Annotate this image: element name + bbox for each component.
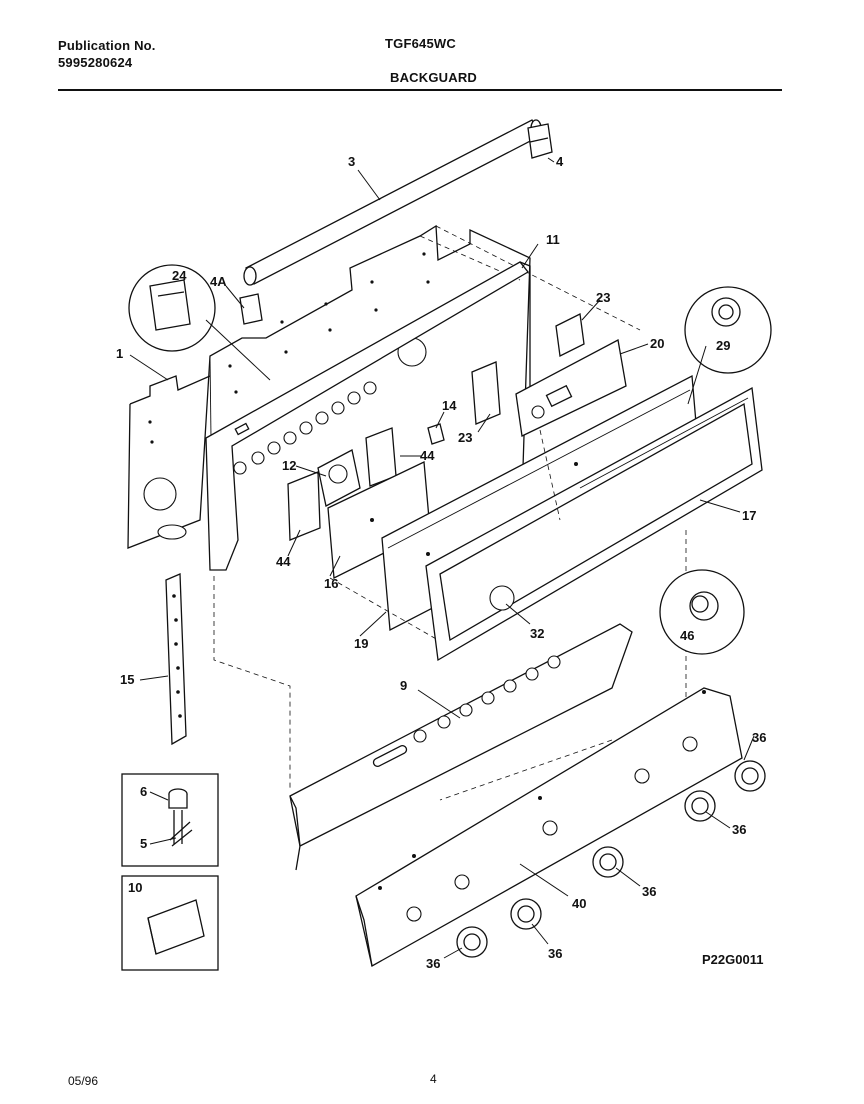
publication-label: Publication No. [58,38,156,53]
callout-24: 24 [172,268,187,283]
callout-17: 17 [742,508,756,523]
model-number: TGF645WC [385,36,456,51]
callout-36-e: 36 [426,956,440,971]
callout-12: 12 [282,458,296,473]
inset-box-10 [121,875,219,971]
bracket-part [471,313,585,425]
callout-16: 16 [324,576,338,591]
knob-panel-part [355,687,743,967]
control-panel-frame-part [425,386,763,662]
manifold-panel-part [289,623,633,871]
callout-40: 40 [572,896,586,911]
inset-box-6-5 [121,773,219,867]
knob-5 [734,760,766,792]
callout-36-d: 36 [548,946,562,961]
section-title: BACKGUARD [390,70,478,85]
callout-29: 29 [716,338,730,353]
callout-5: 5 [140,836,147,851]
publication-number: 5995280624 [58,55,133,70]
fluorescent-tube-part [243,119,542,286]
page-number: 4 [430,1072,437,1086]
callout-10: 10 [128,880,142,895]
switch-part [427,423,445,445]
callout-44-lower: 44 [276,554,291,569]
callout-15: 15 [120,672,134,687]
callout-32: 32 [530,626,544,641]
lamp-holder-part [527,123,553,159]
detail-circle-46 [659,569,745,655]
callout-14: 14 [442,398,457,413]
callout-36-b: 36 [732,822,746,837]
callout-23-lower: 23 [458,430,472,445]
clock-overlay-part [515,339,627,437]
leader-lines [129,157,755,959]
footer-date: 05/96 [68,1074,99,1088]
burner-knobs-part [456,760,766,958]
detail-circle-24 [128,264,216,352]
front-trim-part [205,261,531,571]
knob-3 [592,846,624,878]
callout-46: 46 [680,628,694,643]
callout-20: 20 [650,336,664,351]
side-bracket-strip-part [165,573,187,746]
callout-36-a: 36 [752,730,766,745]
drawing-code: P22G0011 [702,952,763,967]
callout-1: 1 [116,346,123,361]
callout-44-upper: 44 [420,448,435,463]
detail-circle-29 [684,286,772,374]
knob-1 [456,926,488,958]
callout-23-upper: 23 [596,290,610,305]
callout-3: 3 [348,154,355,169]
knob-4 [684,790,716,822]
callout-4a: 4A [210,274,227,289]
knob-2 [510,898,542,930]
callout-11: 11 [546,232,560,247]
callout-19: 19 [354,636,368,651]
callout-9: 9 [400,678,407,693]
callout-36-c: 36 [642,884,656,899]
callout-4: 4 [556,154,564,169]
lamp-holder-left-part [239,293,263,325]
header-rule [58,89,782,91]
callout-6: 6 [140,784,147,799]
